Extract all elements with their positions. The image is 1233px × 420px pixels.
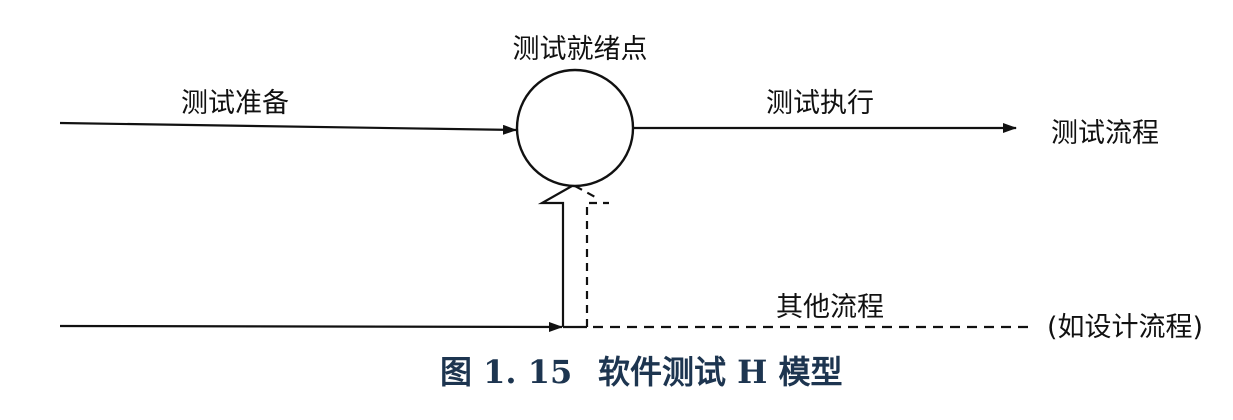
design-flow-label: (如设计流程): [1047, 312, 1203, 343]
ready-point-circle: [515, 68, 635, 188]
other-flow-arrow: [59, 321, 563, 332]
hollow-arrow-dashed-side: [574, 185, 609, 327]
hollow-arrow-solid-side: [537, 185, 573, 327]
test-flow-label: 测试流程: [1051, 118, 1159, 149]
exec-label: 测试执行: [766, 88, 874, 119]
ready-point-label: 测试就绪点: [513, 34, 648, 65]
caption-title: 软件测试 H 模型: [598, 353, 843, 391]
caption-number: 图 1. 15: [440, 353, 572, 391]
prep-label: 测试准备: [181, 88, 289, 119]
prep-arrow: [59, 121, 517, 135]
other-flow-label: 其他流程: [776, 292, 884, 323]
